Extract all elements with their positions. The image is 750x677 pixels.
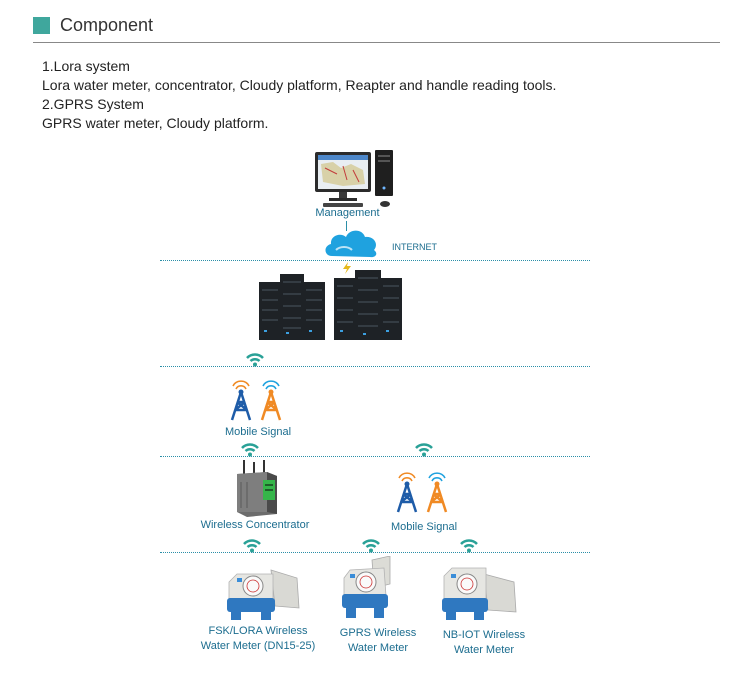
gprs-water-meter-icon: [340, 556, 406, 622]
network-layer-divider-3: [160, 456, 590, 457]
network-layer-divider-4: [160, 552, 590, 553]
wifi-icon: [246, 353, 264, 367]
intro-lora-heading: 1.Lora system: [42, 58, 130, 74]
network-layer-divider-2: [160, 366, 590, 367]
intro-lora-description: Lora water meter, concentrator, Cloudy p…: [42, 77, 557, 93]
wireless-concentrator-label: Wireless Concentrator: [200, 519, 310, 531]
mobile-signal-tower-icon: [392, 466, 456, 514]
mobile-signal-left-label: Mobile Signal: [224, 426, 292, 438]
meter-2-label-line2: Water Meter: [347, 642, 409, 654]
meter-3-label-line1: NB-IOT Wireless: [442, 629, 526, 641]
wifi-icon: [362, 539, 380, 553]
section-title: Component: [60, 15, 154, 35]
intro-gprs-heading: 2.GPRS System: [42, 96, 144, 112]
wifi-icon: [460, 539, 478, 553]
network-layer-divider-1: [160, 260, 590, 261]
meter-1-label-line1: FSK/LORA Wireless: [208, 625, 308, 637]
wifi-icon: [241, 443, 259, 457]
wifi-icon: [415, 443, 433, 457]
wireless-concentrator-icon: [233, 460, 281, 518]
mobile-signal-right-label: Mobile Signal: [390, 521, 458, 533]
management-link: [346, 221, 347, 231]
server-cluster-icon: [256, 270, 406, 342]
cloud-icon: [322, 226, 380, 260]
internet-label: INTERNET: [392, 242, 437, 252]
fsk-lora-water-meter-icon: [225, 560, 303, 622]
management-computer-icon: [313, 148, 398, 210]
section-marker: [33, 17, 50, 34]
meter-2-label-line1: GPRS Wireless: [339, 627, 417, 639]
wifi-icon: [243, 539, 261, 553]
intro-gprs-description: GPRS water meter, Cloudy platform.: [42, 115, 269, 131]
nb-iot-water-meter-icon: [440, 560, 520, 626]
lightning-icon: [341, 262, 353, 274]
meter-3-label-line2: Water Meter: [453, 644, 515, 656]
mobile-signal-tower-icon: [226, 374, 290, 422]
header-divider: [33, 42, 720, 43]
meter-1-label-line2: Water Meter (DN15-25): [200, 640, 316, 652]
management-label: Management: [315, 207, 380, 219]
